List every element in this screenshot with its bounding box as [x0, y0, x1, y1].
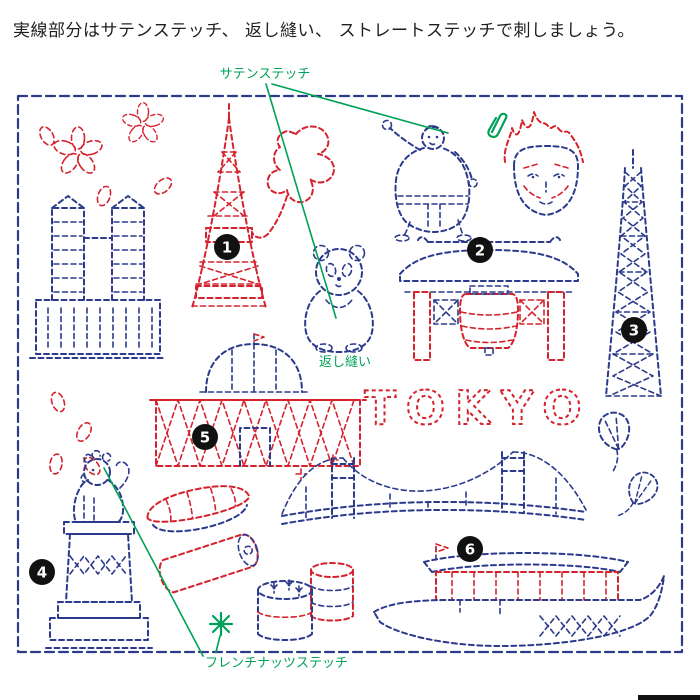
- annotation-french-knot: フレンチナッツステッチ: [103, 467, 348, 671]
- petals-motif: [49, 391, 101, 476]
- svg-text:4: 4: [37, 564, 47, 582]
- svg-text:3: 3: [629, 322, 639, 340]
- badge-5: 5: [192, 424, 218, 450]
- badge-4: 4: [29, 559, 55, 585]
- tokyo-tower-motif: [191, 103, 267, 309]
- svg-text:6: 6: [465, 541, 475, 559]
- sushi-motif: [146, 485, 259, 594]
- svg-text:2: 2: [475, 242, 485, 260]
- badge-6: 6: [457, 536, 483, 562]
- annotation-satin-stitch: サテンステッチ: [220, 67, 449, 319]
- satin-stitch-pointer-line-2: [265, 83, 337, 319]
- satin-stitch-pointer-line: [271, 83, 449, 134]
- badge-3: 3: [621, 317, 647, 343]
- komainu-statue-motif: [45, 449, 153, 649]
- kabuki-face-motif: [503, 111, 584, 216]
- pattern-border: [16, 94, 684, 654]
- french-knot-pointer-line: [103, 467, 204, 657]
- rainbow-bridge-motif: [281, 451, 587, 525]
- barrels-motif: [257, 562, 354, 641]
- twin-tower-building-motif: [29, 195, 167, 359]
- svg-text:1: 1: [222, 239, 232, 257]
- badge-2: 2: [467, 237, 493, 263]
- paperclip-icon: [487, 112, 508, 139]
- yakatabune-boat-motif: [373, 543, 665, 647]
- cherry-blossoms-motif: [38, 102, 173, 207]
- panda-motif: [304, 244, 374, 353]
- french-knot-label: フレンチナッツステッチ: [205, 656, 348, 671]
- french-knot-pointer-line-2: [215, 635, 221, 653]
- badge-1: 1: [214, 234, 240, 260]
- satin-stitch-label: サテンステッチ: [220, 67, 311, 82]
- back-stitch-label: 返し縫い: [319, 355, 371, 370]
- svg-text:5: 5: [200, 429, 210, 447]
- french-knot-asterisk-icon: [208, 611, 234, 637]
- tokyo-lettering: TOKYO: [365, 381, 592, 435]
- dome-building-motif: [149, 333, 367, 480]
- cloud-scroll-motif: [251, 125, 336, 239]
- header-instruction: 実線部分はサテンステッチ、 返し縫い、 ストレートステッチで刺しましょう。: [13, 21, 635, 41]
- bottom-crop-bar: [638, 695, 700, 700]
- tokyo-skytree-motif: [605, 149, 662, 397]
- ginkgo-leaves-motif: [597, 411, 659, 517]
- sumo-wrestler-motif: [381, 119, 478, 242]
